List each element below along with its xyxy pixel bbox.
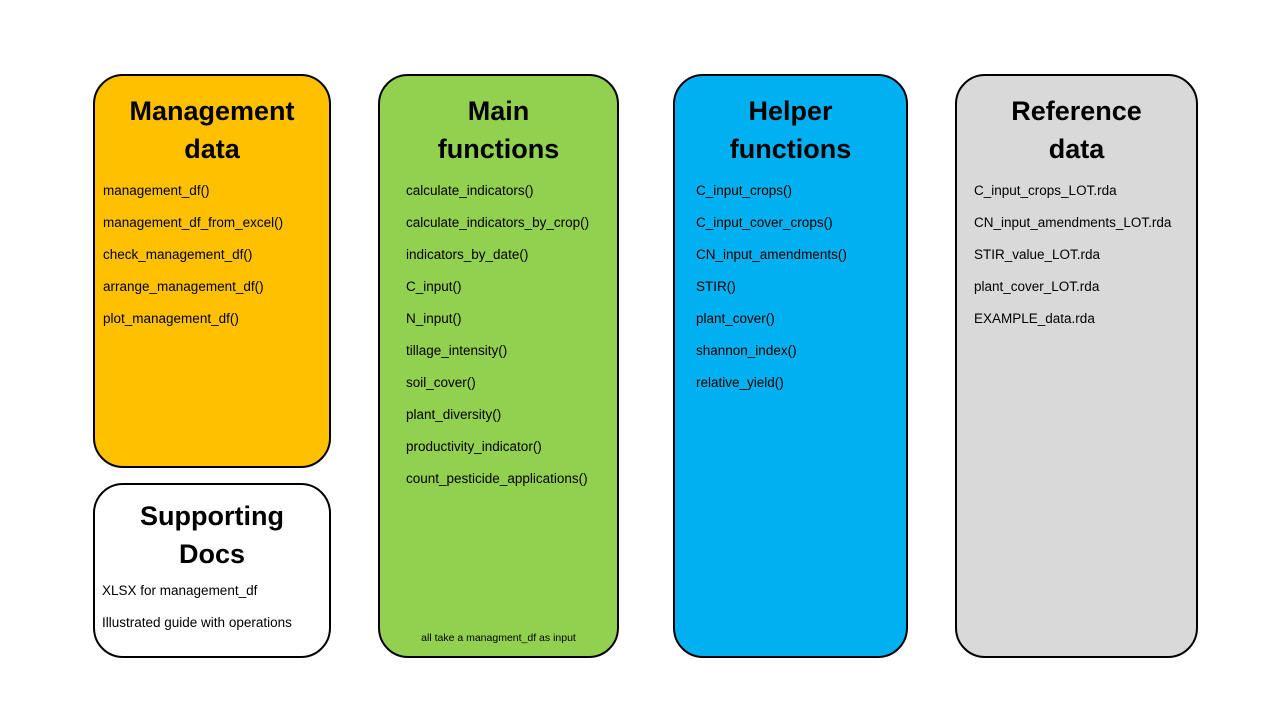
list-item: management_df_from_excel() — [103, 215, 284, 230]
list-item: tillage_intensity() — [406, 343, 508, 358]
helper-functions-title: Helper functions — [729, 96, 852, 164]
main-functions-title: Main functions — [437, 96, 560, 164]
management-data-card: Management data management_df()managemen… — [93, 74, 331, 468]
list-item: calculate_indicators_by_crop() — [406, 215, 590, 230]
list-item: count_pesticide_applications() — [406, 471, 588, 486]
list-item: C_input_crops_LOT.rda — [974, 183, 1117, 198]
list-item: plant_diversity() — [406, 407, 502, 422]
management-data-title: Management data — [129, 96, 295, 164]
list-item: N_input() — [406, 311, 462, 326]
list-item: plant_cover_LOT.rda — [974, 279, 1100, 294]
list-item: STIR() — [696, 279, 736, 294]
list-item: Illustrated guide with operations — [102, 615, 292, 630]
main-functions-items: calculate_indicators() calculate_indicato… — [380, 168, 617, 487]
list-item: EXAMPLE_data.rda — [974, 311, 1095, 326]
list-item: plot_management_df() — [103, 311, 239, 326]
list-item: management_df() — [103, 183, 210, 198]
main-functions-card: Main functions calculate_indicators()cal… — [378, 74, 619, 658]
list-item: CN_input_amendments() — [696, 247, 847, 262]
list-item: indicators_by_date() — [406, 247, 529, 262]
helper-functions-items: C_input_crops() C_input_cover_crops() CN_i… — [675, 168, 906, 391]
list-item: C_input_cover_crops() — [696, 215, 833, 230]
supporting-docs-title: Supporting Docs — [140, 501, 284, 569]
list-item: arrange_management_df() — [103, 279, 264, 294]
list-item: plant_cover() — [696, 311, 775, 326]
list-item: check_management_df() — [103, 247, 253, 262]
list-item: STIR_value_LOT.rda — [974, 247, 1101, 262]
management-data-items: management_df() management_df_from_excel(… — [95, 168, 329, 327]
list-item: relative_yield() — [696, 375, 784, 390]
list-item: calculate_indicators() — [406, 183, 534, 198]
list-item: shannon_index() — [696, 343, 797, 358]
list-item: XLSX for management_df — [102, 583, 258, 598]
main-functions-footnote: all take a managment_df as input — [421, 632, 576, 644]
list-item: CN_input_amendments_LOT.rda — [974, 215, 1172, 230]
list-item: productivity_indicator() — [406, 439, 542, 454]
helper-functions-card: Helper functions C_input_crops()C_input_… — [673, 74, 908, 658]
list-item: C_input() — [406, 279, 462, 294]
list-item: soil_cover() — [406, 375, 476, 390]
reference-data-title: Reference data — [1011, 96, 1142, 164]
list-item: C_input_crops() — [696, 183, 793, 198]
